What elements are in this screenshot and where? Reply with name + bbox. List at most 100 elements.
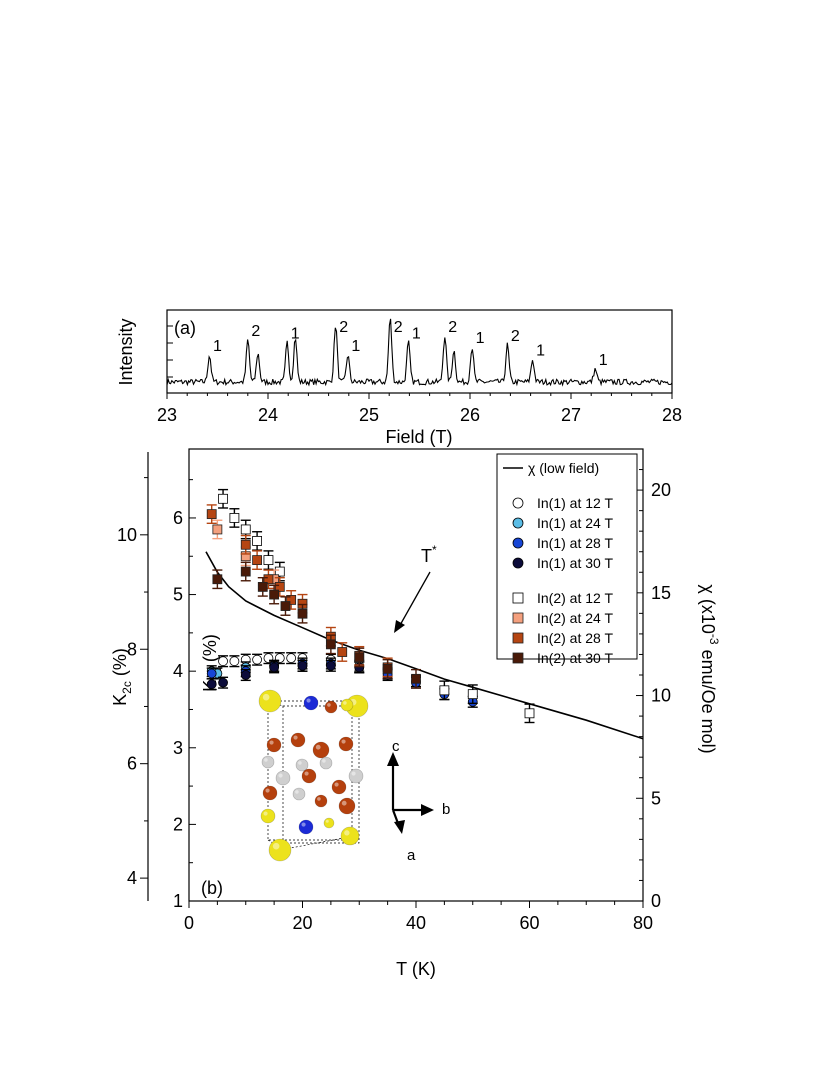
a-arrow xyxy=(394,820,405,834)
k1c-tick-label: 2 xyxy=(173,814,183,834)
data-point xyxy=(274,581,285,592)
panel-b-xlabel: T (K) xyxy=(396,959,436,979)
legend-swatch xyxy=(512,557,524,569)
c-arrow xyxy=(387,752,399,766)
data-point xyxy=(240,539,251,550)
legend-label: In(2) at 28 T xyxy=(537,630,613,646)
legend-label: In(2) at 24 T xyxy=(537,610,613,626)
atom-brown xyxy=(338,736,354,752)
atom-blue xyxy=(298,819,314,835)
atom-yellow xyxy=(268,838,292,862)
panel-a-x-tick-label: 28 xyxy=(662,405,682,425)
atom-yellow xyxy=(258,689,282,713)
spectrum-trace xyxy=(166,318,673,387)
data-point xyxy=(252,654,263,665)
panel-b-x-tick-label: 20 xyxy=(292,913,312,933)
legend-swatch xyxy=(512,592,524,604)
axis-a-label: a xyxy=(407,847,416,864)
k2c-axis-label: K2c (%) xyxy=(110,648,134,706)
panel-b-label: (b) xyxy=(201,878,223,898)
data-point xyxy=(297,608,308,619)
legend-swatch xyxy=(512,652,524,664)
peak-label: 1 xyxy=(291,325,300,342)
data-point xyxy=(206,668,217,679)
atom-grey xyxy=(275,770,291,786)
data-point xyxy=(206,509,217,520)
panel-a-x-tick-label: 26 xyxy=(460,405,480,425)
atom-brown xyxy=(338,797,356,815)
legend-label: In(1) at 28 T xyxy=(537,535,613,551)
legend-label: In(1) at 24 T xyxy=(537,515,613,531)
chi-tick-label: 0 xyxy=(651,891,661,911)
atom-brown xyxy=(290,732,306,748)
axis-c-label: c xyxy=(392,738,400,755)
data-point xyxy=(240,524,251,535)
atom-grey xyxy=(292,787,306,801)
data-point xyxy=(240,566,251,577)
atom-brown xyxy=(312,741,330,759)
panel-b-x-tick-label: 60 xyxy=(519,913,539,933)
chi-tick-label: 5 xyxy=(651,788,661,808)
data-point xyxy=(286,595,297,605)
panel-b-x-tick-label: 40 xyxy=(406,913,426,933)
data-point xyxy=(524,708,535,719)
legend-label: In(1) at 12 T xyxy=(537,495,613,511)
legend: χ (low field)In(1) at 12 TIn(1) at 24 TI… xyxy=(496,453,638,666)
data-point xyxy=(269,589,280,600)
atom-grey xyxy=(348,768,364,784)
peak-label: 2 xyxy=(394,319,403,336)
legend-swatch xyxy=(512,497,524,509)
data-point xyxy=(218,677,228,688)
chi-tick-label: 10 xyxy=(651,686,671,706)
data-point xyxy=(218,493,228,504)
data-point xyxy=(411,673,421,684)
data-point xyxy=(297,660,308,671)
peak-label: 2 xyxy=(251,323,260,340)
panel-b-x-tick-label: 80 xyxy=(633,913,653,933)
crystal-structure-inset: c b a xyxy=(258,689,450,864)
atom-brown xyxy=(331,779,347,795)
data-point xyxy=(240,670,251,680)
panel-a-frame xyxy=(166,309,673,394)
data-point xyxy=(212,574,223,585)
atom-brown xyxy=(266,737,282,753)
axis-b-label: b xyxy=(442,801,450,818)
atom-brown xyxy=(314,794,328,808)
data-point xyxy=(286,653,297,664)
peak-label: 2 xyxy=(511,328,520,345)
panel-a-ylabel: Intensity xyxy=(116,318,136,385)
atom-grey xyxy=(261,755,275,769)
atom-grey xyxy=(319,756,333,770)
panel-a-label: (a) xyxy=(174,318,196,338)
k1c-tick-label: 5 xyxy=(173,585,183,605)
data-markers xyxy=(206,488,535,724)
panel-a-y-ticks xyxy=(167,325,173,378)
k2c-tick-label: 8 xyxy=(127,639,137,659)
k1c-tick-label: 6 xyxy=(173,508,183,528)
data-point xyxy=(269,662,280,673)
panel-a-x-ticks xyxy=(166,393,673,399)
atom-yellow xyxy=(340,698,354,712)
data-point xyxy=(263,574,274,585)
panel-a-x-tick-label: 25 xyxy=(359,405,379,425)
chi-tick-label: 15 xyxy=(651,583,671,603)
data-point xyxy=(274,566,285,577)
data-point xyxy=(337,647,348,657)
peak-label: 2 xyxy=(448,319,457,336)
data-point xyxy=(252,555,263,565)
legend-label: In(2) at 12 T xyxy=(537,590,613,606)
atom-yellow xyxy=(323,817,335,829)
peak-label: 2 xyxy=(339,319,348,336)
k2c-tick-label: 6 xyxy=(127,754,137,774)
legend-swatch xyxy=(512,517,524,529)
data-point xyxy=(229,513,240,523)
data-point xyxy=(325,660,336,671)
peak-label: 1 xyxy=(412,325,421,342)
